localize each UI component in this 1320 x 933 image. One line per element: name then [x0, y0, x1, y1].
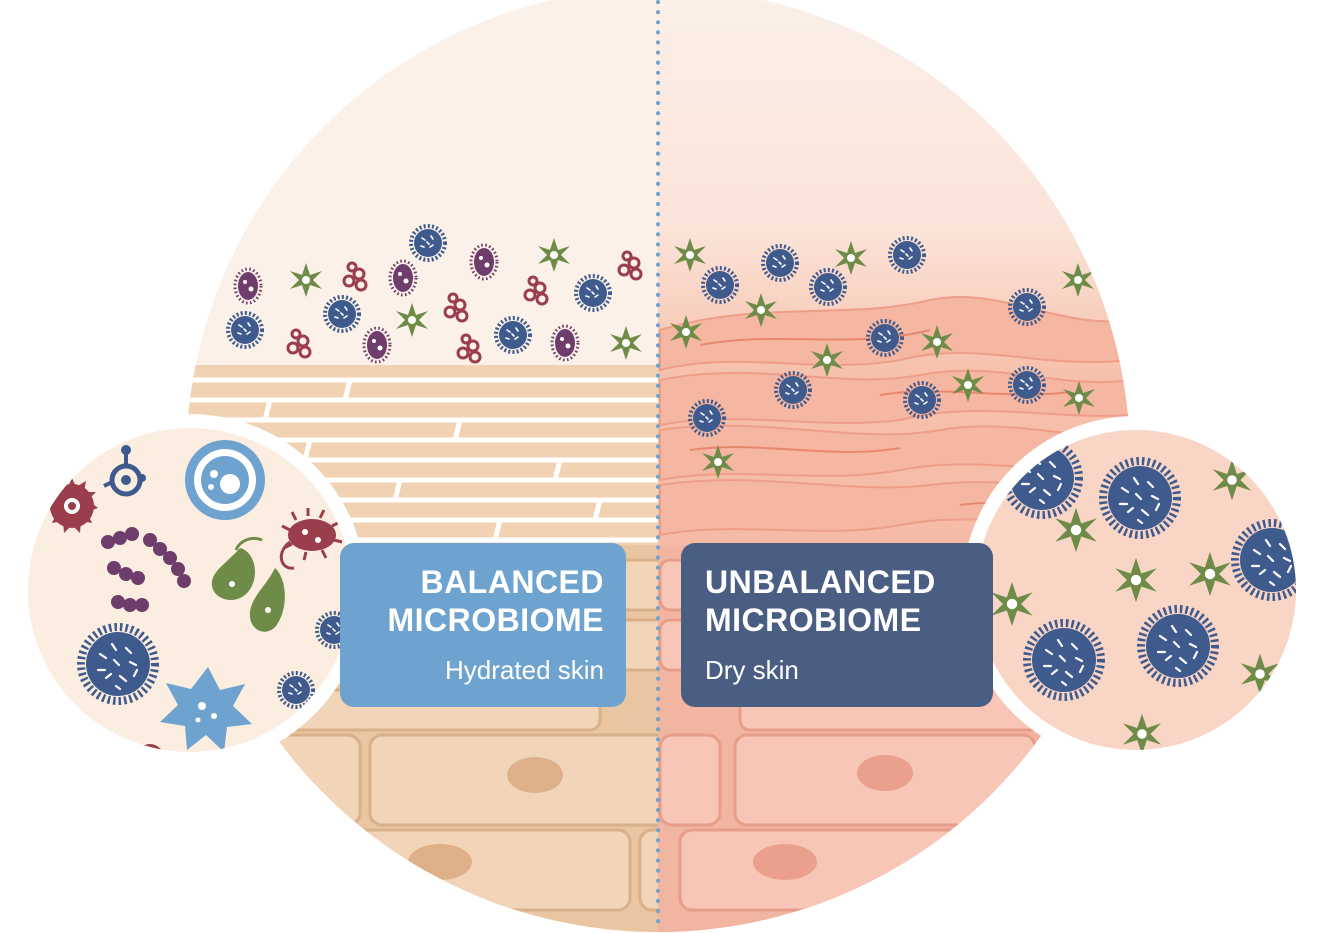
balanced-label: BALANCED MICROBIOME Hydrated skin: [340, 543, 626, 707]
unbalanced-subtitle: Dry skin: [705, 655, 993, 685]
unbalanced-zoom-circle: [962, 416, 1310, 764]
balanced-title-line1: BALANCED: [340, 563, 604, 601]
fungus-cell-icon: [185, 440, 265, 520]
balanced-title-line2: MICROBIOME: [340, 601, 604, 639]
balanced-subtitle: Hydrated skin: [340, 655, 604, 685]
unbalanced-title-line1: UNBALANCED: [705, 563, 993, 601]
unbalanced-title-line2: MICROBIOME: [705, 601, 993, 639]
unbalanced-label: UNBALANCED MICROBIOME Dry skin: [681, 543, 993, 707]
